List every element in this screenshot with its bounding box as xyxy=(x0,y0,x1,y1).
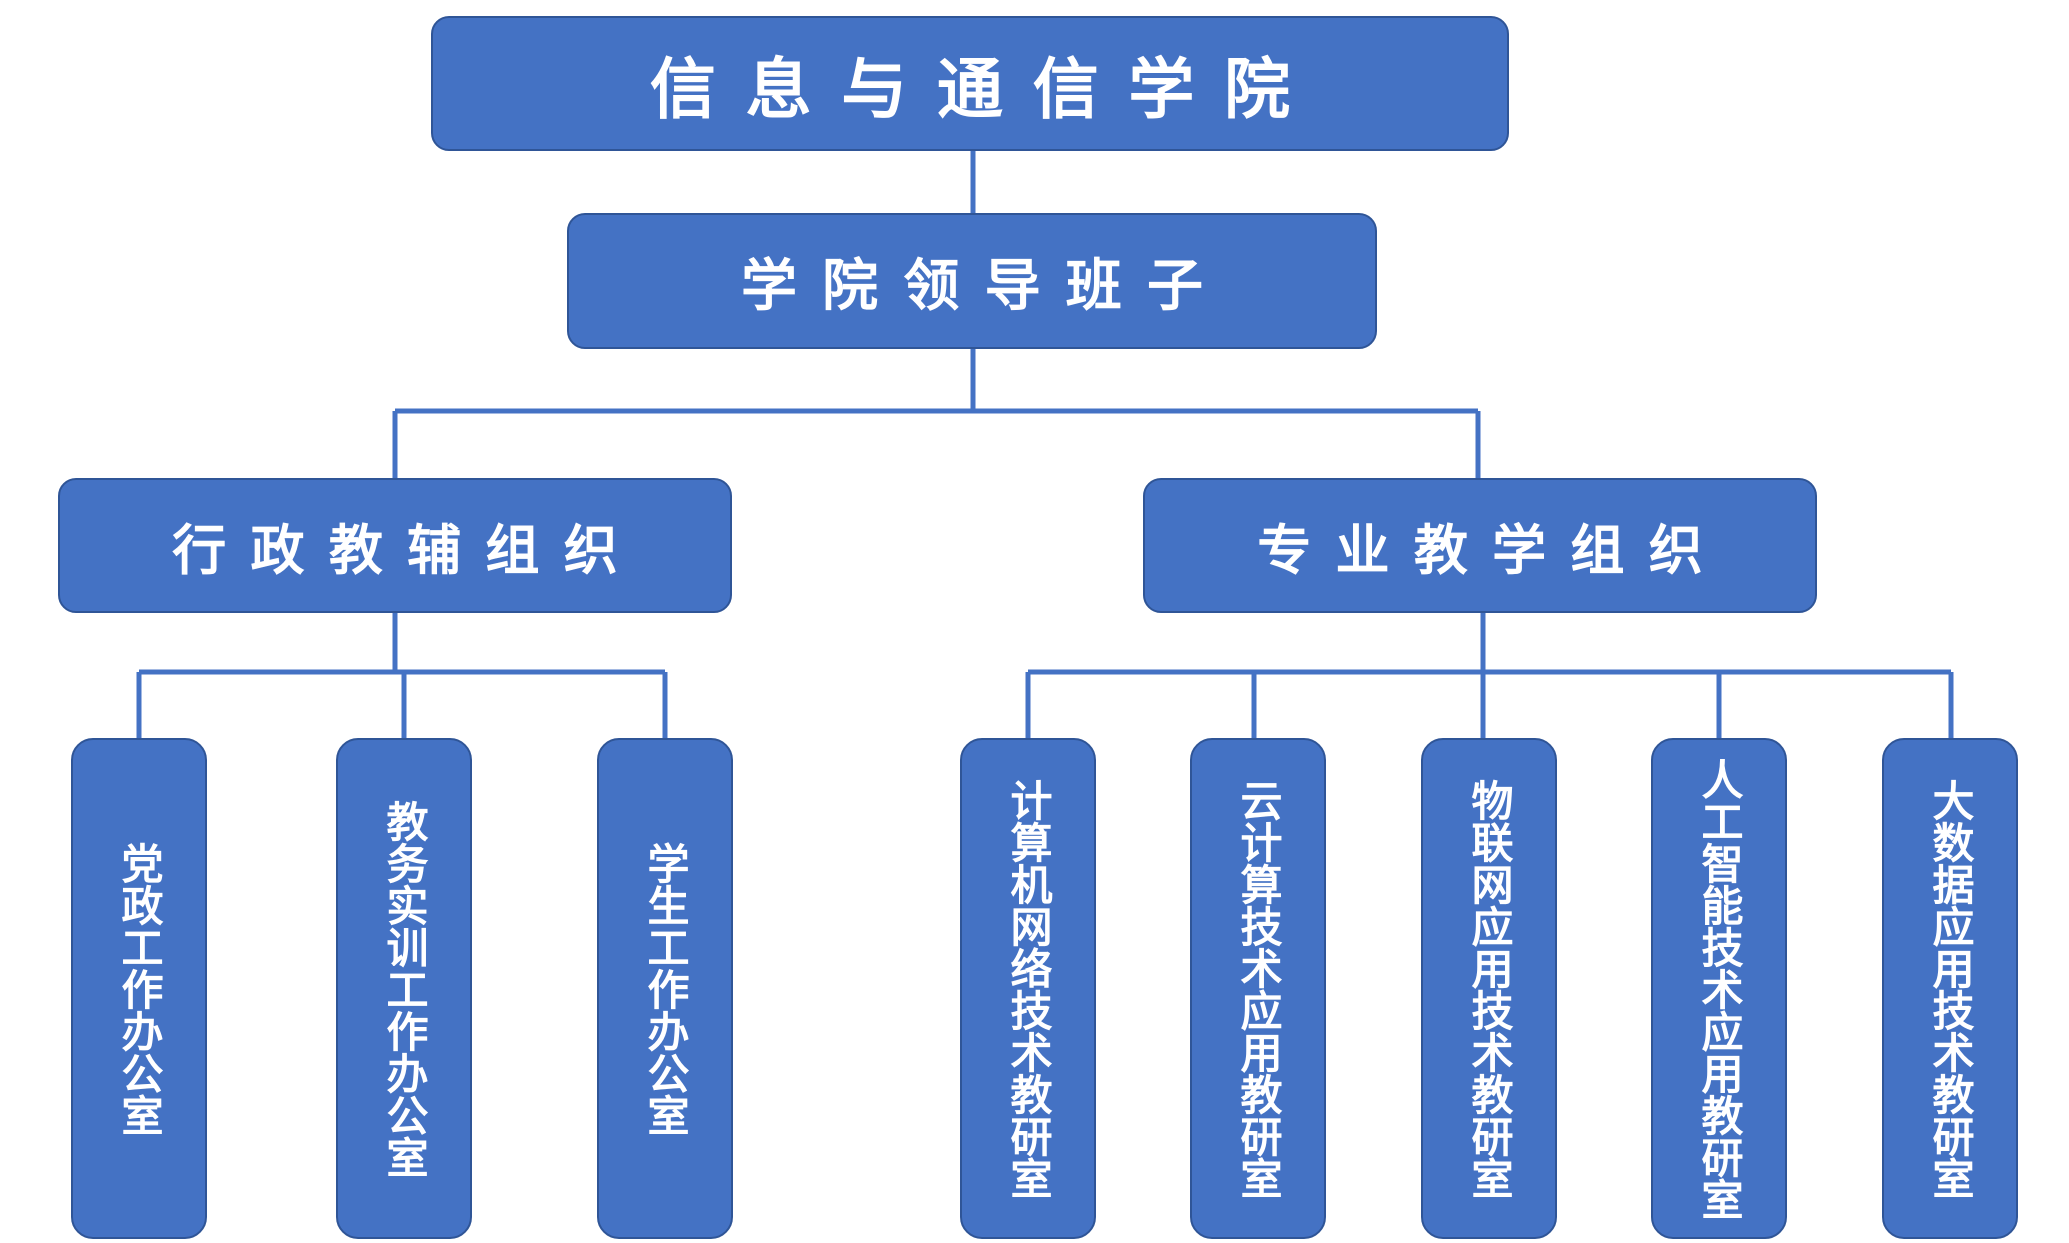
teaching-unit-label: 大数据应用技术教研室 xyxy=(1926,778,1975,1199)
teaching-unit-label: 计算机网络技术教研室 xyxy=(1004,778,1053,1199)
admin-unit-box: 教务实训工作办公室 xyxy=(336,738,472,1239)
admin-unit-box: 学生工作办公室 xyxy=(597,738,733,1239)
teaching-unit-box: 云计算技术应用教研室 xyxy=(1190,738,1326,1239)
teaching-unit-label: 云计算技术应用教研室 xyxy=(1234,778,1283,1199)
teaching-org-box: 专业教学组织 xyxy=(1143,478,1817,613)
teaching-unit-box: 计算机网络技术教研室 xyxy=(960,738,1096,1239)
teaching-unit-label: 物联网应用技术教研室 xyxy=(1465,778,1514,1199)
admin-unit-box: 党政工作办公室 xyxy=(71,738,207,1239)
college-title: 信息与通信学院 xyxy=(649,50,1320,128)
admin-unit-label: 学生工作办公室 xyxy=(641,841,690,1136)
college-title-box: 信息与通信学院 xyxy=(431,16,1509,151)
admin-unit-label: 党政工作办公室 xyxy=(115,841,164,1136)
teaching-unit-label: 人工智能技术应用教研室 xyxy=(1695,757,1744,1220)
admin-unit-label: 教务实训工作办公室 xyxy=(380,799,429,1178)
teaching-unit-box: 物联网应用技术教研室 xyxy=(1421,738,1557,1239)
teaching-org-label: 专业教学组织 xyxy=(1257,519,1728,582)
leadership-label: 学院领导班子 xyxy=(740,253,1229,319)
leadership-box: 学院领导班子 xyxy=(567,213,1377,349)
admin-support-label: 行政教辅组织 xyxy=(172,519,643,582)
teaching-unit-box: 大数据应用技术教研室 xyxy=(1882,738,2018,1239)
admin-support-box: 行政教辅组织 xyxy=(58,478,732,613)
teaching-unit-box: 人工智能技术应用教研室 xyxy=(1651,738,1787,1239)
